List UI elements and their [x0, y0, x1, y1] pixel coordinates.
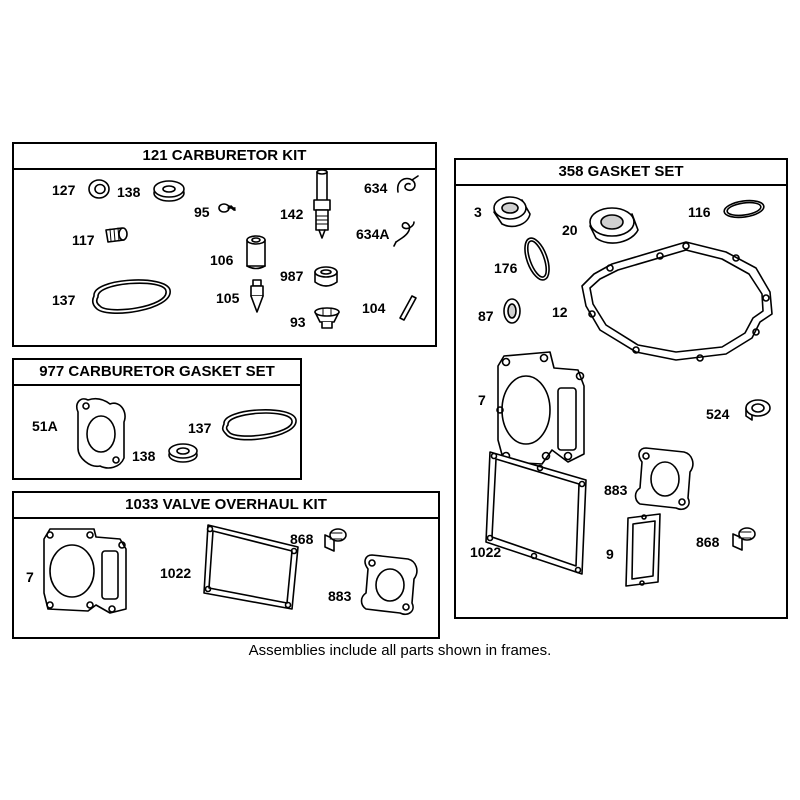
- part-label-634a: 634A: [356, 226, 390, 242]
- breather-gasket-9-icon: [625, 513, 661, 587]
- part-label-137: 137: [52, 292, 76, 308]
- part-label-634: 634: [364, 180, 388, 196]
- pin-104-icon: [399, 295, 417, 321]
- part-label-95: 95: [194, 204, 210, 220]
- part-label-524: 524: [706, 406, 730, 422]
- intake-gasket-883-valve-icon: [360, 554, 418, 616]
- screw-95-icon: [218, 203, 236, 213]
- part-label-87: 87: [478, 308, 494, 324]
- part-label-138: 138: [117, 184, 141, 200]
- cover-gasket-1022-valve-icon: [203, 524, 299, 610]
- part-label-7: 7: [478, 392, 486, 408]
- part-label-142: 142: [280, 206, 304, 222]
- valve-overhaul-kit-frame: 1033 VALVE OVERHAUL KIT 7 1022 868 883: [12, 491, 440, 639]
- carburetor-kit-frame: 121 CARBURETOR KIT 127 138 95 142 634 63…: [12, 142, 437, 347]
- part-label-106: 106: [210, 252, 234, 268]
- float-106-icon: [246, 235, 266, 270]
- seal-87-icon: [503, 298, 521, 324]
- part-label-7-valve: 7: [26, 569, 34, 585]
- intake-gasket-883-icon: [634, 447, 694, 511]
- part-label-117: 117: [72, 232, 95, 248]
- crankcase-gasket-12-icon: [581, 241, 773, 362]
- part-label-9: 9: [606, 546, 614, 562]
- plug-524-icon: [745, 399, 771, 421]
- part-label-3: 3: [474, 204, 482, 220]
- part-label-127: 127: [52, 182, 76, 198]
- part-label-176: 176: [494, 260, 518, 276]
- part-label-51a: 51A: [32, 418, 58, 434]
- washer-127-icon: [88, 179, 110, 199]
- bowl-seal-987-icon: [314, 266, 338, 287]
- part-label-1022: 1022: [470, 544, 502, 560]
- o-ring-137-icon: [91, 279, 171, 314]
- head-gasket-7-valve-icon: [43, 528, 127, 614]
- part-label-883-valve: 883: [328, 588, 352, 604]
- carburetor-kit-title: 121 CARBURETOR KIT: [14, 144, 435, 170]
- gasket-51a-icon: [75, 398, 126, 469]
- bowl-nut-93-icon: [314, 307, 340, 329]
- part-label-105: 105: [216, 290, 240, 306]
- cover-gasket-1022-icon: [485, 451, 587, 575]
- gasket-set-frame: 358 GASKET SET 3 20 116 176 87 12 7: [454, 158, 788, 619]
- emulsion-tube-142-icon: [313, 169, 331, 239]
- jet-117-icon: [105, 227, 128, 243]
- part-label-868: 868: [696, 534, 720, 550]
- spring-634-icon: [396, 175, 419, 193]
- plug-868-valve-icon: [324, 528, 347, 552]
- part-label-12: 12: [552, 304, 568, 320]
- oil-seal-20-icon: [589, 207, 639, 244]
- part-label-93: 93: [290, 314, 306, 330]
- part-label-104: 104: [362, 300, 386, 316]
- spring-634a-icon: [393, 221, 415, 247]
- valve-overhaul-kit-title: 1033 VALVE OVERHAUL KIT: [14, 493, 438, 519]
- washer-138-gasket-icon: [168, 443, 198, 463]
- o-ring-116-icon: [723, 199, 765, 219]
- part-label-116: 116: [688, 204, 711, 220]
- part-label-883: 883: [604, 482, 628, 498]
- part-label-20: 20: [562, 222, 578, 238]
- o-ring-137-gasket-icon: [221, 409, 297, 441]
- head-gasket-7-icon: [496, 351, 585, 465]
- needle-105-icon: [250, 279, 264, 313]
- part-label-137-gasket: 137: [188, 420, 212, 436]
- carburetor-gasket-set-frame: 977 CARBURETOR GASKET SET 51A 137 138: [12, 358, 302, 480]
- part-label-868-valve: 868: [290, 531, 314, 547]
- oil-seal-3-icon: [493, 196, 531, 228]
- carburetor-gasket-set-title: 977 CARBURETOR GASKET SET: [14, 360, 300, 386]
- plug-868-icon: [732, 527, 756, 551]
- part-label-987: 987: [280, 268, 304, 284]
- washer-138-icon: [153, 180, 185, 202]
- o-ring-176-icon: [524, 237, 550, 281]
- part-label-138-gasket: 138: [132, 448, 156, 464]
- assemblies-caption: Assemblies include all parts shown in fr…: [248, 642, 552, 659]
- part-label-1022-valve: 1022: [160, 565, 192, 581]
- gasket-set-title: 358 GASKET SET: [456, 160, 786, 186]
